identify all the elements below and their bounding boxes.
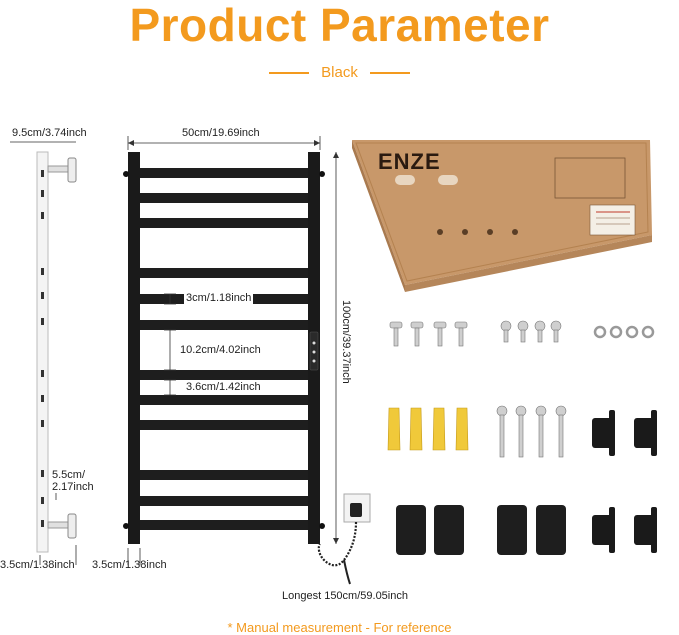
color-variant-label: Black [0, 64, 679, 81]
bracket-gap-label-line1: 5.5cm/ [52, 469, 86, 481]
side-bottom-left-label: 3.5cm/1.38inch [0, 559, 75, 571]
side-depth-label: 9.5cm/3.74inch [12, 127, 87, 139]
divider-left [269, 72, 310, 75]
color-name: Black [321, 64, 358, 81]
product-box [352, 140, 652, 292]
towel-rail-front-view [123, 152, 325, 544]
bracket-gap-label-line2: 2.17inch [52, 481, 94, 493]
box-brand-logo: ENZE [378, 149, 441, 174]
gap-small-label: 3.6cm/1.42inch [184, 381, 263, 393]
measurement-note: * Manual measurement - For reference [227, 620, 452, 635]
height-label: 100cm/39.37inch [340, 300, 352, 384]
accessories [387, 320, 657, 555]
bar-height-label: 3cm/1.18inch [184, 292, 254, 304]
power-cord [317, 493, 371, 585]
side-view [10, 141, 77, 565]
page-title: Product Parameter [129, 0, 550, 51]
side-bottom-right-label: 3.5cm/1.38inch [92, 559, 167, 571]
divider-right [369, 72, 410, 75]
gap-large-label: 10.2cm/4.02inch [178, 344, 263, 356]
cord-length-label: Longest 150cm/59.05inch [282, 590, 408, 602]
width-label: 50cm/19.69inch [182, 127, 260, 139]
dimension-lines [55, 136, 339, 565]
